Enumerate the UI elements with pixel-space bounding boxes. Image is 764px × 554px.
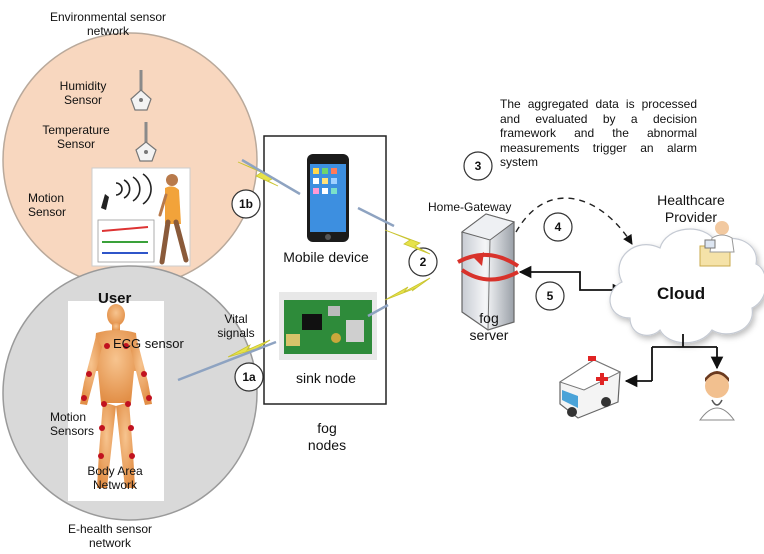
ambulance-icon xyxy=(558,356,622,419)
fog-nodes-line2: nodes xyxy=(307,437,347,453)
healthcare-provider-icon xyxy=(699,221,735,267)
body-area-network-label: Body Area Network xyxy=(74,464,156,492)
mobile-device-label: Mobile device xyxy=(283,249,369,265)
decision-framework-description: The aggregated data is processed and eva… xyxy=(500,97,697,170)
temperature-sensor-label: Temperature Sensor xyxy=(24,123,128,151)
human-body-figure xyxy=(80,304,152,488)
step-4: 4 xyxy=(554,220,562,234)
healthcare-provider-label: Healthcare Provider xyxy=(636,192,746,226)
alarm-arrow xyxy=(515,197,633,245)
ehealth-caption: E-health sensor network xyxy=(40,522,180,550)
temperature-label-line2: Sensor xyxy=(56,137,96,151)
motion-sensor-label: Motion Sensor xyxy=(28,191,66,219)
fog-server-line1: fog xyxy=(479,310,499,326)
gateway-cloud-link xyxy=(518,265,626,297)
step-5: 5 xyxy=(546,289,554,303)
home-gateway-label: Home-Gateway xyxy=(428,200,512,214)
motion-label-line2: Sensor xyxy=(28,205,67,219)
ban-line1: Body Area xyxy=(87,464,143,478)
motion-sensors-line2: Sensors xyxy=(50,424,95,438)
temperature-sensor-icon xyxy=(135,122,157,162)
motion-sensors-line1: Motion xyxy=(50,410,87,424)
doctor-icon xyxy=(699,371,735,421)
step-3: 3 xyxy=(474,159,482,173)
fog-nodes-caption: fog nodes xyxy=(292,420,362,454)
motion-sensor-scene xyxy=(91,167,191,267)
cloud-label: Cloud xyxy=(657,284,706,303)
ehealth-caption-line2: network xyxy=(88,536,132,550)
temperature-label-line1: Temperature xyxy=(42,123,110,137)
environment-title-line1: Environmental sensor xyxy=(49,10,167,24)
humidity-sensor-icon xyxy=(130,70,152,111)
vital-signals-line2: signals xyxy=(217,326,255,340)
sink-node-label: sink node xyxy=(296,370,356,386)
ehealth-caption-line1: E-health sensor xyxy=(67,522,153,536)
humidity-label-line2: Sensor xyxy=(63,93,103,107)
fog-nodes-line1: fog xyxy=(317,420,337,436)
home-gateway-server-icon xyxy=(457,213,520,331)
humidity-sensor-label: Humidity Sensor xyxy=(46,79,120,107)
user-title: User xyxy=(98,290,132,307)
vital-signals-label: Vital signals xyxy=(206,312,266,340)
step-1a: 1a xyxy=(242,370,256,384)
ban-line2: Network xyxy=(92,478,137,492)
environment-title-line2: network xyxy=(86,24,130,38)
mobile-device-icon xyxy=(307,154,349,242)
motion-sensors-label: Motion Sensors xyxy=(50,410,94,438)
provider-line1: Healthcare xyxy=(657,192,725,208)
data-flow-lines xyxy=(177,158,395,382)
fog-server-line2: server xyxy=(469,327,509,343)
cloud-bottom-links xyxy=(624,334,724,388)
ecg-sensor-label: ECG sensor xyxy=(113,336,184,351)
vital-signals-line1: Vital xyxy=(224,312,248,326)
body-sensor-markers xyxy=(81,343,152,459)
step-1b: 1b xyxy=(238,197,253,211)
humidity-label-line1: Humidity xyxy=(59,79,107,93)
sink-node-board-icon xyxy=(279,292,377,360)
wireless-links xyxy=(227,161,431,358)
environment-title: Environmental sensor network xyxy=(38,10,178,38)
motion-label-line1: Motion xyxy=(28,191,65,205)
provider-line2: Provider xyxy=(664,209,718,225)
fog-server-caption: fog server xyxy=(454,310,524,344)
step-2: 2 xyxy=(419,255,427,269)
